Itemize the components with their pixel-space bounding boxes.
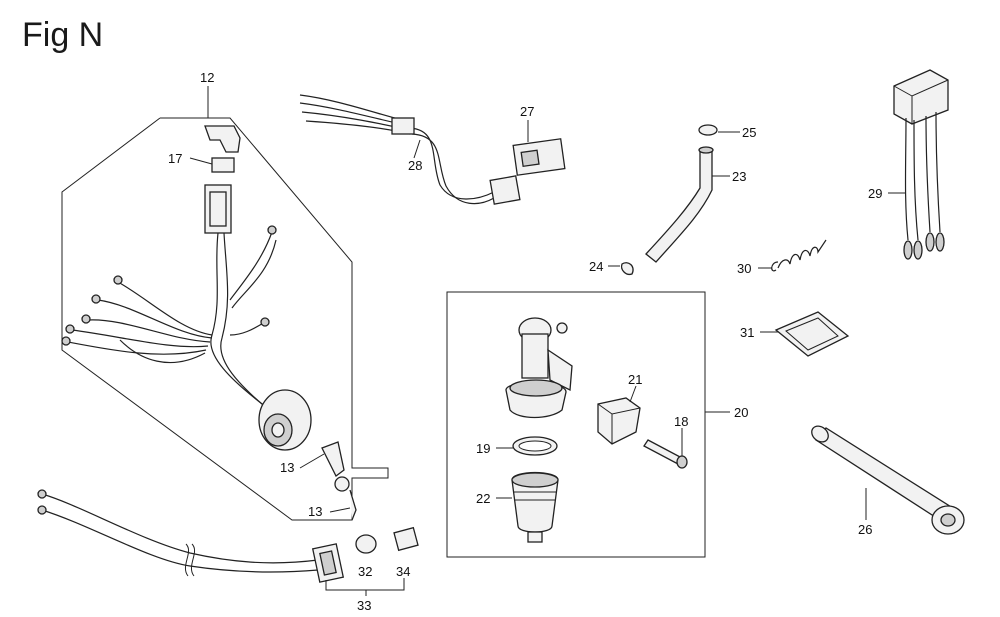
- tool-tube-part: [815, 427, 957, 525]
- hose-clip-lower-part: [620, 262, 634, 276]
- tool-assembly: [811, 425, 965, 535]
- wire-lead-assembly: [299, 94, 566, 205]
- fuel-valve-assembly: [446, 291, 730, 558]
- callout-18: 18: [674, 414, 688, 429]
- regulator-part: [893, 69, 949, 125]
- callout-19: 19: [476, 441, 490, 456]
- figure-title: Fig N: [22, 16, 103, 54]
- callout-33: 33: [357, 598, 371, 613]
- callout-32: 32: [358, 564, 372, 579]
- callout-21: 21: [628, 372, 642, 387]
- callout-22: 22: [476, 491, 490, 506]
- callout-12: 12: [200, 70, 214, 85]
- callout-24: 24: [589, 259, 603, 274]
- fuel-lever-part: [597, 397, 641, 445]
- callout-30: 30: [737, 261, 751, 276]
- fuse-part: [211, 157, 235, 173]
- key-part: [321, 441, 345, 477]
- callout-13-lower: 13: [308, 504, 322, 519]
- gasket-assembly: [760, 311, 850, 357]
- callout-29: 29: [868, 186, 882, 201]
- callout-28: 28: [408, 158, 422, 173]
- connector-block-part: [512, 138, 566, 176]
- wire-connector-part: [489, 175, 521, 205]
- callout-26: 26: [858, 522, 872, 537]
- cable-assembly: [37, 489, 419, 596]
- spring-assembly: [758, 239, 827, 272]
- callout-34: 34: [396, 564, 410, 579]
- callout-25: 25: [742, 125, 756, 140]
- callout-17: 17: [168, 151, 182, 166]
- bolt-part: [643, 439, 683, 465]
- callout-23: 23: [732, 169, 746, 184]
- fuel-hose-part: [645, 149, 713, 263]
- fuse-cover-part: [204, 125, 241, 153]
- callout-27: 27: [520, 104, 534, 119]
- fuel-hose-assembly: [608, 124, 740, 276]
- regulator-assembly: [888, 69, 949, 260]
- callout-13-upper: 13: [280, 460, 294, 475]
- hose-clip-upper-part: [698, 124, 718, 136]
- small-block-part: [393, 526, 419, 552]
- cap-part: [355, 534, 377, 554]
- wire-harness-assembly: [61, 86, 389, 521]
- gasket-part: [774, 311, 850, 357]
- callout-31: 31: [740, 325, 754, 340]
- spring-part: [777, 239, 827, 269]
- callout-20: 20: [734, 405, 748, 420]
